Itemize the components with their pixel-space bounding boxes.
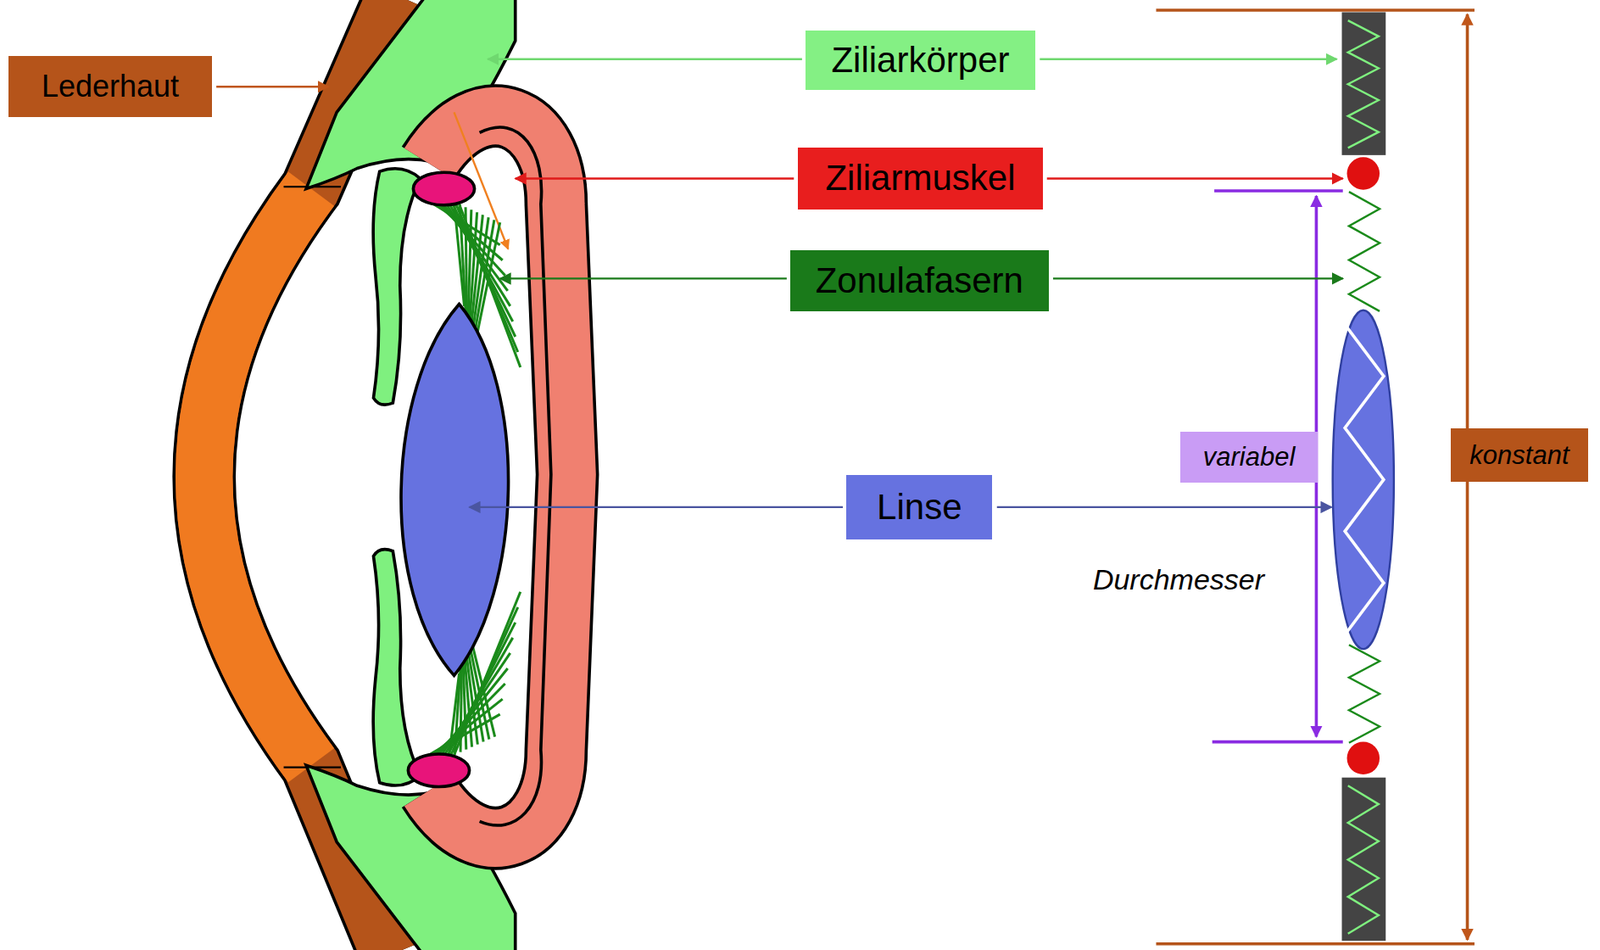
limit-line xyxy=(1214,189,1344,193)
muscle-symbol xyxy=(1347,156,1381,190)
dimension-caption: Durchmesser xyxy=(1092,563,1265,597)
limit-line xyxy=(1156,8,1475,12)
cornea xyxy=(204,189,312,766)
muscle-ring-section xyxy=(412,172,474,205)
spring-symbol xyxy=(1348,785,1379,933)
leader-lines xyxy=(997,506,1333,508)
leader-lines xyxy=(500,277,787,279)
muscle-ring-section xyxy=(407,753,469,787)
label-text: Linse xyxy=(876,487,962,527)
dimension-label: konstant xyxy=(1450,428,1589,482)
label-text: Ziliarkörper xyxy=(830,40,1010,80)
leader-lines xyxy=(469,506,843,508)
zonula-fibres xyxy=(474,222,501,347)
label-text: konstant xyxy=(1469,440,1569,470)
label-text: Zonulafasern xyxy=(815,261,1024,301)
label-text: Lederhaut xyxy=(41,69,179,104)
body-block xyxy=(1342,777,1387,941)
part-label: Ziliarkörper xyxy=(805,30,1036,90)
spring-symbol xyxy=(1349,191,1380,312)
lens xyxy=(401,303,509,675)
part-label: Lederhaut xyxy=(8,55,213,118)
spring-symbol xyxy=(1349,644,1380,742)
muscle-symbol xyxy=(1347,741,1381,775)
part-label: Ziliarmuskel xyxy=(797,147,1043,209)
leader-lines xyxy=(1053,277,1344,279)
limit-line xyxy=(1156,942,1475,946)
leader-lines xyxy=(487,58,803,61)
iris xyxy=(373,168,421,405)
leader-lines xyxy=(216,85,329,88)
spring-symbol xyxy=(1348,20,1379,148)
lens-spring xyxy=(1344,324,1384,636)
lens-symbol xyxy=(1332,310,1394,649)
zonula-fibres xyxy=(473,219,495,342)
label-text: variabel xyxy=(1203,442,1296,472)
part-label: Linse xyxy=(846,474,993,540)
limit-line xyxy=(1212,740,1344,744)
lens-spring xyxy=(1344,324,1384,636)
leader-lines xyxy=(1047,177,1344,179)
leader-lines xyxy=(1039,58,1337,61)
part-label: Zonulafasern xyxy=(790,250,1049,312)
label-text: Ziliarmuskel xyxy=(825,158,1015,198)
zonula-fibres xyxy=(468,637,490,740)
dimension-label: variabel xyxy=(1180,431,1318,483)
schematic xyxy=(1156,10,1475,944)
leader-lines xyxy=(216,59,1344,508)
leader-lines xyxy=(515,177,795,179)
body-block xyxy=(1342,11,1387,155)
